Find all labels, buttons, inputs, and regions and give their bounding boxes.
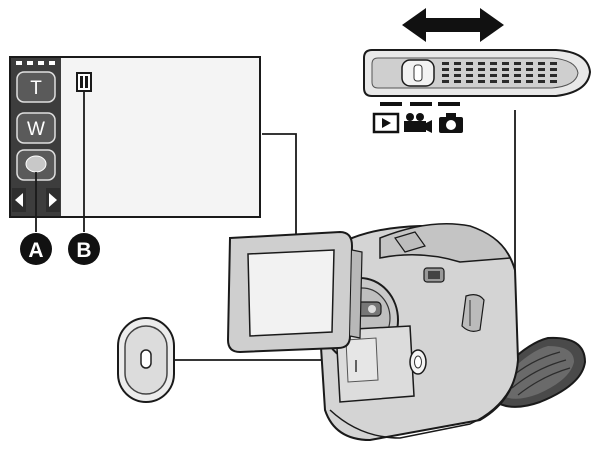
mode-indicator-bars: [380, 102, 460, 106]
grip-dot: [514, 80, 521, 83]
zoom-wide-button[interactable]: W: [16, 112, 56, 144]
callout-b: B: [68, 233, 100, 265]
grip-dot: [478, 80, 485, 83]
play-icon: [372, 112, 400, 134]
grip-dot: [442, 80, 449, 83]
menu-next-button[interactable]: [46, 188, 60, 212]
grip-dot: [550, 74, 557, 77]
grip-dot: [550, 80, 557, 83]
grip-dot: [502, 62, 509, 65]
grip-dot: [466, 80, 473, 83]
menu-page-dots: [16, 61, 55, 65]
grip-dot: [550, 68, 557, 71]
grip-dot: [454, 62, 461, 65]
grip-dot: [454, 80, 461, 83]
record-button[interactable]: [16, 149, 56, 181]
switch-grip-grid: [442, 62, 557, 83]
callout-a-label: A: [28, 239, 43, 262]
grip-dot: [514, 68, 521, 71]
grip-dot: [514, 74, 521, 77]
grip-dot: [466, 68, 473, 71]
mode-switch[interactable]: /* placeholder removed */: [363, 49, 592, 97]
grip-dot: [478, 62, 485, 65]
zoom-wide-label: W: [27, 119, 45, 140]
grip-dot: [538, 62, 545, 65]
grip-dot: [442, 62, 449, 65]
callout-b-label: B: [76, 239, 91, 262]
grip-dot: [538, 80, 545, 83]
grip-dot: [490, 80, 497, 83]
grip-dot: [526, 68, 533, 71]
grip-dot: [490, 62, 497, 65]
recording-pause-indicator: [76, 72, 92, 92]
grip-dot: [538, 74, 545, 77]
touch-screen-panel: T W: [9, 56, 261, 218]
camera-icon: [439, 113, 463, 133]
grip-dot: [442, 68, 449, 71]
grip-dot: [502, 80, 509, 83]
power-button[interactable]: [117, 317, 175, 403]
callout-a: A: [20, 233, 52, 265]
slide-direction-arrow-icon: [402, 8, 504, 42]
lcd-monitor: [226, 230, 363, 354]
grip-dot: [514, 62, 521, 65]
zoom-tele-button[interactable]: T: [16, 71, 56, 103]
grip-dot: [526, 74, 533, 77]
grip-dot: [550, 62, 557, 65]
grip-dot: [442, 74, 449, 77]
grip-dot: [478, 74, 485, 77]
zoom-tele-label: T: [30, 78, 42, 99]
grip-dot: [526, 62, 533, 65]
grip-dot: [526, 80, 533, 83]
grip-dot: [502, 74, 509, 77]
grip-dot: [478, 68, 485, 71]
grip-dot: [538, 68, 545, 71]
grip-dot: [466, 62, 473, 65]
video-camera-icon: [404, 113, 432, 133]
grip-dot: [490, 74, 497, 77]
lcd-screen: [247, 249, 335, 337]
grip-dot: [466, 74, 473, 77]
grip-dot: [502, 68, 509, 71]
grip-dot: [454, 68, 461, 71]
grip-dot: [454, 74, 461, 77]
menu-prev-button[interactable]: [12, 188, 26, 212]
grip-dot: [490, 68, 497, 71]
